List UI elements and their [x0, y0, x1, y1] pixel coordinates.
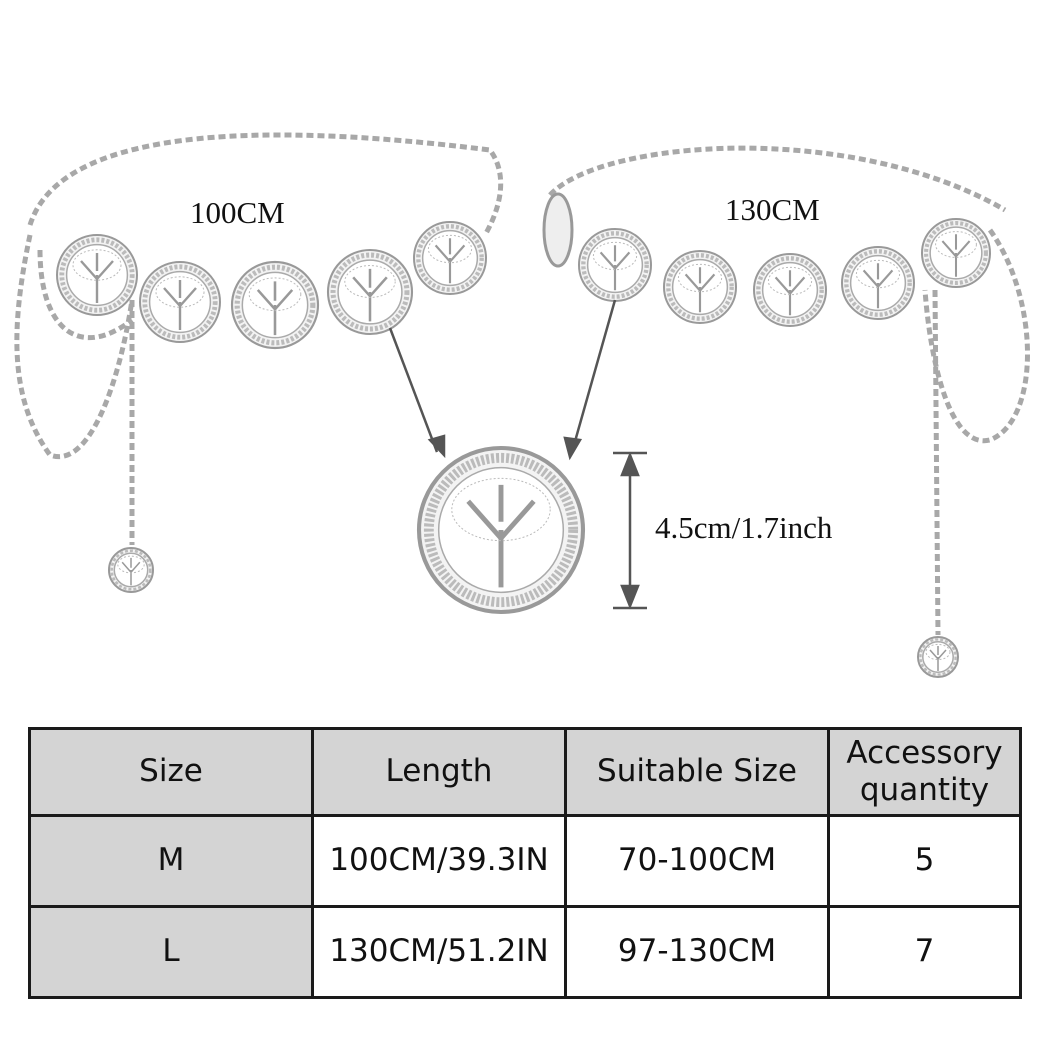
arrow-left-line [388, 327, 439, 453]
tree-of-life-medallion [663, 250, 737, 324]
cell-suitable: 70-100CM [564, 814, 830, 908]
tree-of-life-medallion [230, 260, 320, 350]
cell-qty: 7 [827, 905, 1022, 999]
chain-left-loop [37, 249, 134, 341]
belt-illustration [14, 132, 1030, 678]
table-header-row: Size Length Suitable Size Accessory quan… [28, 727, 1022, 817]
cell-size: L [28, 905, 314, 999]
tree-of-life-medallion [753, 253, 827, 327]
tree-of-life-medallion [413, 221, 487, 295]
tree-of-life-medallion-side [542, 192, 574, 268]
chain-right-pendant [932, 289, 941, 636]
size-table: Size Length Suitable Size Accessory quan… [28, 727, 1022, 999]
chain-left-drape [14, 234, 135, 460]
tree-of-life-medallion [921, 218, 991, 288]
table-row: L 130CM/51.2IN 97-130CM 7 [28, 905, 1022, 999]
tree-of-life-medallion [841, 246, 915, 320]
arrow-right-line [570, 299, 617, 453]
cell-length: 130CM/51.2IN [311, 905, 567, 999]
header-accessory-quantity: Accessory quantity [827, 727, 1022, 817]
tree-of-life-medallion [139, 261, 221, 343]
belt-l-length-label: 130CM [725, 192, 820, 227]
tree-of-life-medallion [326, 248, 414, 336]
tree-of-life-medallion [416, 445, 586, 615]
header-length: Length [311, 727, 567, 817]
tree-of-life-medallion [56, 234, 138, 316]
chain-right-top [548, 145, 1007, 213]
tree-of-life-medallion [917, 636, 959, 678]
cell-length: 100CM/39.3IN [311, 814, 567, 908]
header-suitable-size: Suitable Size [564, 727, 830, 817]
diameter-label: 4.5cm/1.7inch [655, 510, 833, 545]
chain-left-top [27, 132, 504, 237]
tree-of-life-medallion [578, 228, 652, 302]
arrow-right-head [563, 436, 583, 461]
tree-of-life-medallion [108, 547, 154, 593]
table-row: M 100CM/39.3IN 70-100CM 5 [28, 814, 1022, 908]
header-size: Size [28, 727, 314, 817]
cell-qty: 5 [827, 814, 1022, 908]
cell-size: M [28, 814, 314, 908]
cell-suitable: 97-130CM [564, 905, 830, 999]
arrow-left-head [427, 434, 446, 459]
belt-m-length-label: 100CM [190, 195, 285, 230]
